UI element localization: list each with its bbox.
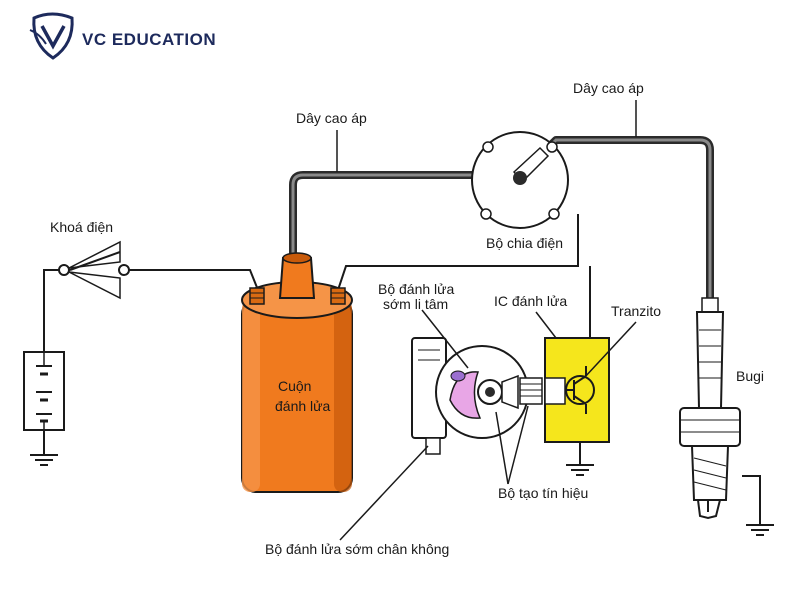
ignition-switch-icon (58, 240, 130, 300)
label-centrifugal-advance-line1: Bộ đánh lửa (378, 281, 455, 297)
distributor-cap (471, 131, 569, 229)
ignition-coil: Cuộn đánh lửa (241, 252, 353, 493)
label-hv-wire-right: Dây cao áp (573, 80, 644, 96)
vc-shield-logo-icon (29, 12, 74, 60)
label-distributor: Bộ chia điện (486, 235, 563, 251)
label-centrifugal-advance-line2: sớm li tâm (383, 296, 448, 312)
coil-label-line2: đánh lửa (275, 398, 331, 414)
primary-wires (43, 214, 761, 525)
ground-icon (566, 464, 594, 476)
ground-icon (746, 524, 774, 536)
coil-label-line1: Cuộn (278, 378, 311, 394)
label-transistor: Tranzito (611, 303, 661, 319)
label-vacuum-advance: Bộ đánh lửa sớm chân không (265, 541, 449, 557)
brand-name: VC EDUCATION (82, 30, 216, 49)
pickup-coil (519, 377, 543, 405)
coil-terminal-left (249, 287, 265, 305)
distributor-rotor-icon (512, 146, 550, 185)
ic-igniter (544, 337, 610, 443)
coil-terminal-right (330, 287, 346, 305)
hv-wires (289, 136, 714, 300)
label-spark-plug: Bugi (736, 368, 764, 384)
label-ignition-switch: Khoá điện (50, 219, 113, 235)
battery-cells-icon (36, 352, 52, 430)
label-signal-generator: Bộ tạo tín hiệu (498, 485, 588, 501)
labels: Dây cao áp Dây cao áp Khoá điện Bộ chia … (50, 80, 764, 557)
advance-mechanism (411, 337, 543, 455)
label-hv-wire-left: Dây cao áp (296, 110, 367, 126)
spark-plug (679, 297, 741, 520)
brand-logo: VC EDUCATION (29, 12, 216, 60)
ground-icon (30, 454, 58, 466)
leader-lines (336, 100, 637, 541)
ground-symbols (30, 454, 774, 536)
battery (23, 351, 65, 431)
label-ic-igniter: IC đánh lửa (494, 293, 567, 309)
